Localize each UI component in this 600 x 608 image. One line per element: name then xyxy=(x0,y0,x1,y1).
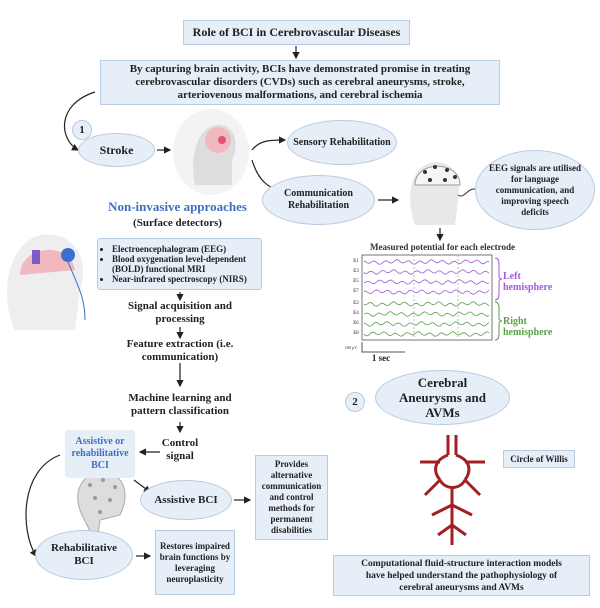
step-feature-extraction: Feature extraction (i.e. communication) xyxy=(126,338,234,363)
eeg-trace-E6 xyxy=(363,321,490,327)
method-item: Blood oxygenation level-dependent (BOLD)… xyxy=(112,254,257,274)
eeg-chart-frame xyxy=(361,254,493,341)
electrode-label: E3 xyxy=(353,269,359,274)
methods-box: Electroencephalogram (EEG) Blood oxygena… xyxy=(97,238,262,290)
eeg-chart-title: Measured potential for each electrode xyxy=(370,242,515,252)
stroke-node: Stroke xyxy=(78,133,155,167)
circle-of-willis-illustration xyxy=(420,435,485,545)
sensory-rehab-node: Sensory Rehabilitation xyxy=(287,120,397,165)
electrode-label: E4 xyxy=(353,311,359,316)
computational-box: Computational fluid-structure interactio… xyxy=(333,555,590,596)
eeg-trace-E3 xyxy=(363,269,490,275)
scale-amplitude: 100 µV xyxy=(344,345,358,350)
electrode-label: E5 xyxy=(353,279,359,284)
noninvasive-title: Non-invasive approaches xyxy=(108,199,247,214)
eeg-cap-head-illustration xyxy=(410,162,479,225)
rehabilitative-bci-node: Rehabilitative BCI xyxy=(35,530,133,580)
eeg-trace-E1 xyxy=(363,259,490,265)
rehabilitative-label: Rehabilitative BCI xyxy=(51,542,117,567)
method-item: Near-infrared spectroscopy (NIRS) xyxy=(112,274,257,284)
sensory-label: Sensory Rehabilitation xyxy=(293,137,391,148)
title: Role of BCI in Cerebrovascular Diseases xyxy=(192,25,401,39)
aneurysm-label: Cerebral Aneurysms and AVMs xyxy=(398,375,487,420)
arrow-sensory xyxy=(251,136,287,151)
communication-rehab-node: Communication Rehabilitation xyxy=(262,175,375,225)
rehabilitative-desc: Restores impaired brain functions by lev… xyxy=(159,540,231,584)
electrode-label: E6 xyxy=(353,321,359,326)
willis-label: Circle of Willis xyxy=(510,454,568,464)
assistive-bci-node: Assistive BCI xyxy=(140,480,232,520)
assistive-desc: Provides alternative communication and c… xyxy=(261,459,322,535)
noninvasive-subtitle: (Surface detectors) xyxy=(133,217,222,229)
eeg-trace-E5 xyxy=(363,279,490,285)
eeg-trace-E7 xyxy=(363,289,490,295)
title-box: Role of BCI in Cerebrovascular Diseases xyxy=(183,20,410,45)
willis-label-box: Circle of Willis xyxy=(503,450,575,468)
scale-time: 1 sec xyxy=(371,353,391,363)
eeg-trace-E2 xyxy=(363,301,490,307)
head-with-sensor-illustration xyxy=(7,234,86,330)
electrode-label: E2 xyxy=(353,301,359,306)
scale-bar xyxy=(361,342,405,353)
bci-type-label: Assistive or rehabilitative BCI xyxy=(71,436,129,471)
assistive-desc-box: Provides alternative communication and c… xyxy=(255,455,328,540)
intro-box: By capturing brain activity, BCIs have d… xyxy=(100,60,500,105)
method-item: Electroencephalogram (EEG) xyxy=(112,244,257,254)
eeg-helmet-illustration xyxy=(77,471,126,536)
right-brace xyxy=(494,301,503,341)
step-signal-acquisition: Signal acquisition and processing xyxy=(128,300,232,325)
eeg-trace-E8 xyxy=(363,331,490,337)
eeg-note-node: EEG signals are utilised for language co… xyxy=(475,150,595,230)
aneurysm-node: Cerebral Aneurysms and AVMs xyxy=(375,370,510,425)
electrode-label: E7 xyxy=(353,289,359,294)
stroke-label: Stroke xyxy=(99,142,134,157)
step-machine-learning: Machine learning and pattern classificat… xyxy=(128,392,232,417)
section-1-number: 1 xyxy=(79,124,85,136)
bci-type-box: Assistive or rehabilitative BCI xyxy=(65,430,135,478)
right-hemisphere-label: Right hemisphere xyxy=(503,316,553,338)
eeg-trace-E4 xyxy=(363,311,490,317)
left-hemisphere-label: Left hemisphere xyxy=(503,271,553,293)
section-2-number: 2 xyxy=(352,396,358,408)
section-1-badge: 1 xyxy=(72,120,92,140)
rehabilitative-desc-box: Restores impaired brain functions by lev… xyxy=(155,530,235,595)
assistive-label: Assistive BCI xyxy=(154,494,218,506)
section-2-badge: 2 xyxy=(345,392,365,412)
arrow-bci-rehab xyxy=(25,454,61,558)
electrode-label: E1 xyxy=(353,259,359,264)
intro-text: By capturing brain activity, BCIs have d… xyxy=(129,63,471,101)
step-control-signal: Control signal xyxy=(161,437,199,462)
communication-label: Communication Rehabilitation xyxy=(284,188,353,211)
arrow-intro-stroke xyxy=(64,91,96,151)
electrode-label: E8 xyxy=(353,331,359,336)
left-brace xyxy=(494,257,503,301)
eeg-note-text: EEG signals are utilised for language co… xyxy=(488,162,582,217)
computational-text: Computational fluid-structure interactio… xyxy=(361,558,562,593)
